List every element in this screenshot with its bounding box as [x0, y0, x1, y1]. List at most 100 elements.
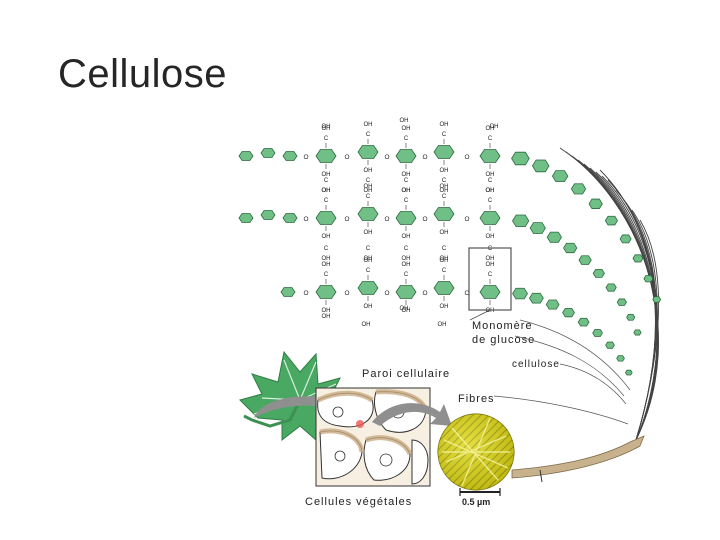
- carbon-label: C: [366, 178, 371, 184]
- carbon-label: C: [324, 272, 329, 278]
- hydroxyl-label: OH: [490, 124, 499, 130]
- glucose-bead: [632, 254, 644, 263]
- carbon-label: C: [488, 136, 493, 142]
- hydroxyl-label: OH: [322, 188, 331, 194]
- slide-title: Cellulose: [58, 52, 228, 96]
- carbon-label: C: [366, 246, 371, 252]
- glucose-bead: [605, 283, 617, 292]
- glucose-bead: [511, 151, 530, 166]
- carbon-label: C: [488, 178, 493, 184]
- plant-cell-section: [315, 387, 431, 487]
- glucose-ring: [433, 145, 455, 159]
- oxygen-label: O: [303, 154, 308, 161]
- glucose-ring: [357, 145, 379, 159]
- hydroxyl-label: OH: [364, 168, 373, 174]
- hydroxyl-label: OH: [402, 188, 411, 194]
- carbon-label: C: [488, 246, 493, 252]
- carbon-label: C: [442, 246, 447, 252]
- glucose-ring: [479, 211, 501, 225]
- hydroxyl-label: OH: [440, 304, 449, 310]
- glucose-bead: [643, 275, 654, 283]
- carbon-label: C: [366, 132, 371, 138]
- hydroxyl-label: OH: [364, 304, 373, 310]
- oxygen-label: O: [422, 216, 427, 223]
- hydroxyl-label: OH: [486, 256, 495, 262]
- hydroxyl-label: OH: [322, 126, 331, 132]
- label-fibres: Fibres: [458, 393, 495, 405]
- carbon-label: C: [442, 268, 447, 274]
- oxygen-label: O: [303, 290, 308, 297]
- hydroxyl-label: OH: [440, 258, 449, 264]
- glucose-ring: [315, 285, 337, 299]
- hydroxyl-label: OH: [440, 184, 449, 190]
- hydroxyl-label: OH: [440, 256, 449, 262]
- glucose-bead: [626, 313, 636, 321]
- carbon-label: C: [404, 246, 409, 252]
- hydroxyl-label: OH: [402, 234, 411, 240]
- glucose-bead: [563, 242, 578, 254]
- hydroxyl-label: OH: [362, 322, 371, 328]
- glucose-bead: [633, 329, 642, 336]
- hydroxyl-label: OH: [440, 122, 449, 128]
- glucose-ring-lead: [238, 213, 254, 223]
- oxygen-label: O: [344, 216, 349, 223]
- glucose-ring: [395, 211, 417, 225]
- microfibril-line: [635, 219, 660, 441]
- hydroxyl-label: OH: [486, 234, 495, 240]
- hydroxyl-label: OH: [364, 230, 373, 236]
- oxygen-label: O: [344, 154, 349, 161]
- carbon-label: C: [442, 132, 447, 138]
- glucose-ring-lead: [260, 210, 276, 220]
- glucose-ring: [479, 285, 501, 299]
- glucose-ring-lead: [280, 287, 296, 297]
- glucose-ring-lead: [282, 151, 298, 161]
- carbon-label: C: [366, 268, 371, 274]
- hydroxyl-label: OH: [322, 314, 331, 320]
- hydroxyl-label: OH: [364, 256, 373, 262]
- glucose-bead: [551, 170, 569, 183]
- glucose-bead: [616, 355, 625, 362]
- glucose-ring: [315, 149, 337, 163]
- glucose-bead: [588, 198, 603, 209]
- glucose-ring: [479, 149, 501, 163]
- glucose-ring-lead: [282, 213, 298, 223]
- hydroxyl-label: OH: [438, 322, 447, 328]
- hydroxyl-label: OH: [402, 262, 411, 268]
- oxygen-label: O: [464, 154, 469, 161]
- glucose-ring: [395, 149, 417, 163]
- carbon-label: C: [404, 178, 409, 184]
- oxygen-label: O: [303, 216, 308, 223]
- scale-bar-label: 0.5 µm: [462, 497, 490, 507]
- microfibril-line: [595, 171, 658, 441]
- glucose-ring: [357, 281, 379, 295]
- glucose-bead: [512, 214, 530, 228]
- hydroxyl-label: OH: [486, 172, 495, 178]
- glucose-bead: [512, 287, 528, 300]
- hydroxyl-label: OH: [322, 256, 331, 262]
- glucose-ring-lead: [260, 148, 276, 158]
- oxygen-label: O: [422, 154, 427, 161]
- hydroxyl-label: OH: [486, 188, 495, 194]
- glucose-bead: [578, 255, 592, 265]
- hydroxyl-label: OH: [322, 188, 331, 194]
- label-monomer-line2: de glucose: [472, 334, 535, 346]
- hydroxyl-label: OH: [402, 172, 411, 178]
- hydroxyl-label: OH: [322, 308, 331, 314]
- label-cell-wall: Paroi cellulaire: [362, 368, 450, 380]
- glucose-bead: [592, 268, 605, 278]
- oxygen-label: O: [384, 290, 389, 297]
- glucose-ring: [357, 207, 379, 221]
- hydroxyl-label: OH: [402, 126, 411, 132]
- glucose-ring: [433, 281, 455, 295]
- glucose-bead: [545, 299, 560, 310]
- hydroxyl-label: OH: [364, 122, 373, 128]
- carbon-label: C: [442, 194, 447, 200]
- glucose-bead: [604, 215, 619, 226]
- hydroxyl-label: OH: [486, 188, 495, 194]
- label-cellulose: cellulose: [512, 359, 560, 370]
- glucose-bead: [529, 222, 546, 234]
- hydroxyl-label: OH: [486, 126, 495, 132]
- carbon-label: C: [324, 136, 329, 142]
- glucose-bead: [592, 329, 603, 337]
